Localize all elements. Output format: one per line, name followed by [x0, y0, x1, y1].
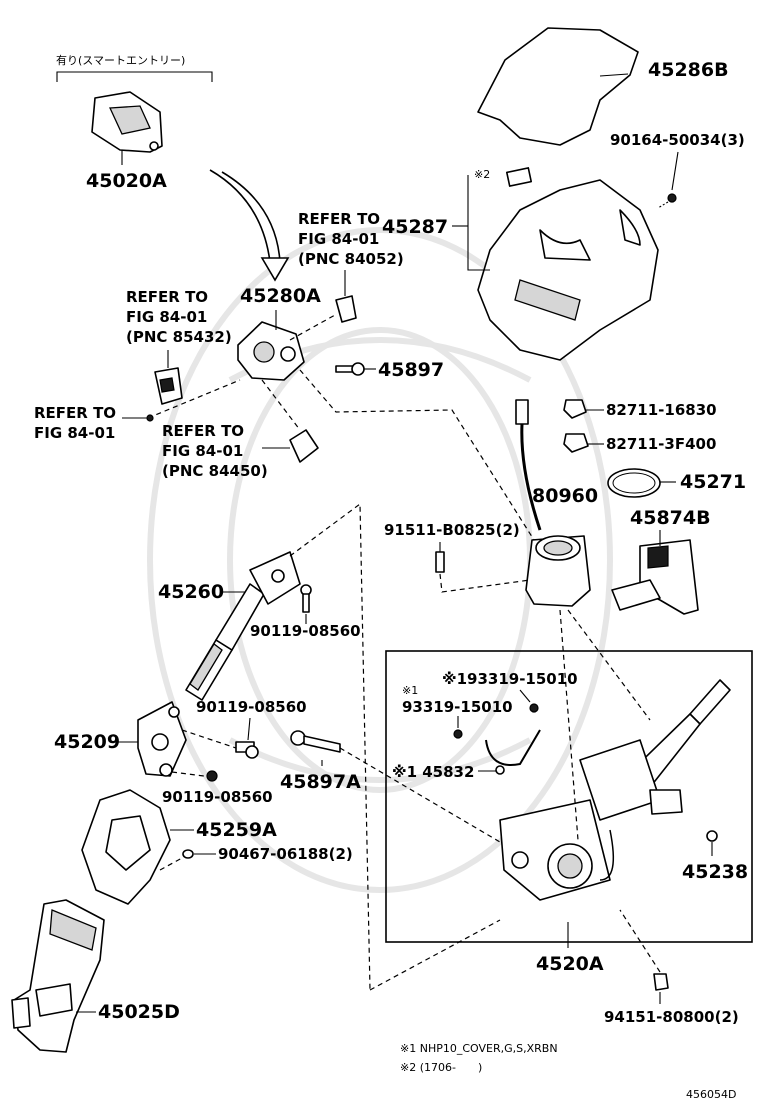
refer-plain-line1: REFER TO — [34, 404, 116, 422]
note-2: ※2 (1706- ) — [400, 1061, 482, 1074]
column-4520A-image[interactable] — [499, 679, 731, 901]
bracket-45874B-image[interactable] — [611, 530, 699, 615]
connector-84052-image[interactable] — [335, 270, 357, 323]
clip-82711-3F400-image[interactable] — [563, 433, 604, 453]
column-assembly-frame — [385, 650, 753, 943]
label-80960[interactable]: 80960 — [532, 485, 598, 507]
label-90164-50034[interactable]: 90164-50034(3) — [610, 131, 745, 149]
smart-entry-group: 有り(スマートエントリー) — [56, 53, 213, 82]
label-94151-80800[interactable]: 94151-80800(2) — [604, 1008, 739, 1026]
clip-90467-image[interactable] — [182, 849, 216, 859]
part-45020A-image[interactable] — [91, 91, 163, 165]
label-90119-08560-a[interactable]: 90119-08560 — [250, 622, 361, 640]
label-90119-08560-b[interactable]: 90119-08560 — [196, 698, 307, 716]
refer-84052-line2: FIG 84-01 — [298, 230, 379, 248]
assembly-arrow — [209, 169, 290, 282]
refer-plain: REFER TO FIG 84-01 — [34, 404, 154, 442]
refer-84052-line1: REFER TO — [298, 210, 380, 228]
cover-45259A-image[interactable] — [81, 789, 194, 905]
note2-mark: ※2 — [474, 168, 490, 181]
label-45271[interactable]: 45271 — [680, 471, 746, 493]
mark-93319: ※1 — [402, 684, 418, 697]
label-93319-15010-a[interactable]: ※193319-15010 — [442, 670, 578, 688]
note-1: ※1 NHP10_COVER,G,S,XRBN — [400, 1042, 558, 1055]
part-45286B-image[interactable] — [477, 27, 639, 146]
part-45287-image[interactable] — [477, 179, 659, 361]
bolt-90119-a-image[interactable] — [300, 584, 312, 624]
watermark — [147, 227, 613, 893]
label-45259A[interactable]: 45259A — [196, 819, 277, 841]
clip-82711-16830-image[interactable] — [563, 399, 604, 419]
ring-45271-image[interactable] — [607, 468, 676, 498]
joint-45209-image[interactable] — [137, 701, 187, 777]
label-45897A[interactable]: 45897A — [280, 771, 361, 793]
label-45832[interactable]: ※1 45832 — [392, 763, 474, 781]
label-45209[interactable]: 45209 — [54, 731, 120, 753]
label-90467-06188[interactable]: 90467-06188(2) — [218, 845, 353, 863]
label-45897[interactable]: 45897 — [378, 359, 444, 381]
shaft-45260-image[interactable] — [185, 551, 301, 701]
harness-45832-image[interactable] — [478, 729, 541, 775]
bolt-45897A-image[interactable] — [290, 730, 341, 766]
connector-84450-image[interactable] — [262, 429, 319, 463]
nut-90119-c-image[interactable] — [171, 770, 218, 782]
refer-84450: REFER TO FIG 84-01 (PNC 84450) — [162, 422, 268, 480]
refer-85432-line1: REFER TO — [126, 288, 208, 306]
label-91511-B0825[interactable]: 91511-B0825(2) — [384, 521, 520, 539]
refer-84450-line1: REFER TO — [162, 422, 244, 440]
label-45260[interactable]: 45260 — [158, 581, 224, 603]
label-45238[interactable]: 45238 — [682, 861, 748, 883]
label-93319-15010-b[interactable]: 93319-15010 — [402, 698, 513, 716]
refer-84052-line3: (PNC 84052) — [298, 250, 404, 268]
bolt-45897-image[interactable] — [335, 362, 376, 376]
refer-plain-line2: FIG 84-01 — [34, 424, 115, 442]
boot-45025D-image[interactable] — [11, 899, 105, 1053]
refer-85432: REFER TO FIG 84-01 (PNC 85432) — [126, 288, 232, 346]
label-82711-16830[interactable]: 82711-16830 — [606, 401, 717, 419]
screw-93319-a-image[interactable] — [519, 689, 539, 713]
label-45025D[interactable]: 45025D — [98, 1001, 180, 1023]
refer-85432-line3: (PNC 85432) — [126, 328, 232, 346]
nut-94151-image[interactable] — [619, 909, 669, 1004]
smart-entry-label: 有り(スマートエントリー) — [56, 53, 185, 67]
label-82711-3F400[interactable]: 82711-3F400 — [606, 435, 716, 453]
label-45280A[interactable]: 45280A — [240, 285, 321, 307]
sensor-85432-image[interactable] — [154, 350, 183, 405]
label-90119-08560-c[interactable]: 90119-08560 — [162, 788, 273, 806]
screw-93319-b-image[interactable] — [453, 716, 463, 739]
label-45287[interactable]: 45287 — [382, 216, 448, 238]
label-4520A[interactable]: 4520A — [536, 953, 604, 975]
bolt-90119-b-image[interactable] — [235, 717, 259, 759]
screw-90164-image[interactable] — [657, 151, 679, 209]
label-45286B[interactable]: 45286B — [648, 59, 729, 81]
label-sticker-note2: ※2 — [474, 167, 533, 187]
bolt-91511-image[interactable] — [435, 542, 531, 593]
part-45280A-image[interactable] — [237, 310, 305, 381]
refer-85432-line2: FIG 84-01 — [126, 308, 207, 326]
sensor-45238-image[interactable] — [706, 830, 718, 856]
figure-id: 456054D — [686, 1088, 736, 1101]
part-80960-image[interactable] — [515, 399, 591, 607]
refer-84052: REFER TO FIG 84-01 (PNC 84052) — [298, 210, 404, 268]
refer-84450-line3: (PNC 84450) — [162, 462, 268, 480]
label-45874B[interactable]: 45874B — [630, 507, 711, 529]
refer-84450-line2: FIG 84-01 — [162, 442, 243, 460]
label-45020A[interactable]: 45020A — [86, 170, 167, 192]
